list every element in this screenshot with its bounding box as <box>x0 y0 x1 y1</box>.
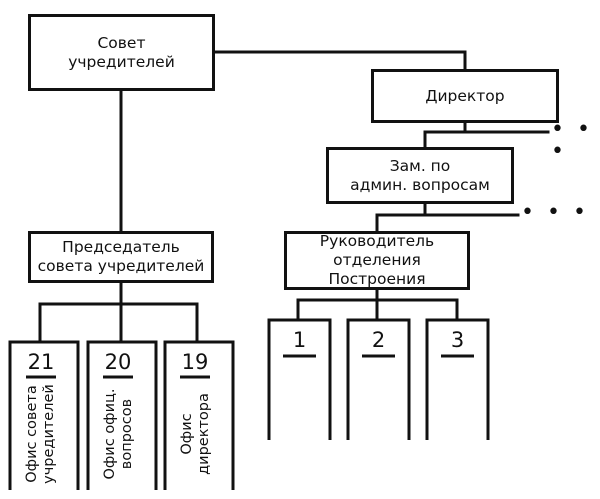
office-label-21: Офис совета учредителей <box>24 384 57 484</box>
branch-number-1: 1 <box>292 328 307 352</box>
branch-frame-2 <box>346 318 411 440</box>
branch-frame-3 <box>425 318 490 440</box>
chairman-label: Председатель совета учредителей <box>37 238 205 275</box>
connector-head-branches <box>296 287 459 322</box>
office-label-20: Офис офиц. вопросов <box>102 388 135 480</box>
deputy-admin-label: Зам. по админ. вопросам <box>350 156 490 194</box>
director-label: Директор <box>425 86 505 105</box>
office-number-20: 20 <box>104 350 132 374</box>
branch-frame-1 <box>267 318 332 440</box>
construction-head-box: Руководитель отделения Построения <box>284 231 470 290</box>
branch-number-3: 3 <box>450 328 465 352</box>
founders-council-label: Совет учредителей <box>68 33 175 71</box>
chairman-box: Председатель совета учредителей <box>28 231 214 283</box>
office-number-21: 21 <box>27 350 55 374</box>
office-frame-19 <box>163 340 235 490</box>
continuation-marker-director: • • • <box>551 117 593 164</box>
office-frame-20 <box>86 340 158 490</box>
founders-council-box: Совет учредителей <box>28 14 215 91</box>
branch-number-2: 2 <box>371 328 386 352</box>
director-box: Директор <box>371 69 559 123</box>
construction-head-label: Руководитель отделения Построения <box>319 232 435 288</box>
deputy-admin-box: Зам. по админ. вопросам <box>326 147 514 204</box>
office-frame-21 <box>8 340 80 490</box>
continuation-marker-deputy: • • • <box>521 200 589 225</box>
connector-chairman-offices <box>38 280 199 344</box>
office-number-19: 19 <box>181 350 209 374</box>
connector-council-director <box>211 50 467 72</box>
office-label-19: Офис директора <box>179 393 212 475</box>
connector-director-deputy <box>423 120 467 150</box>
connector-deputy-head <box>375 201 427 234</box>
